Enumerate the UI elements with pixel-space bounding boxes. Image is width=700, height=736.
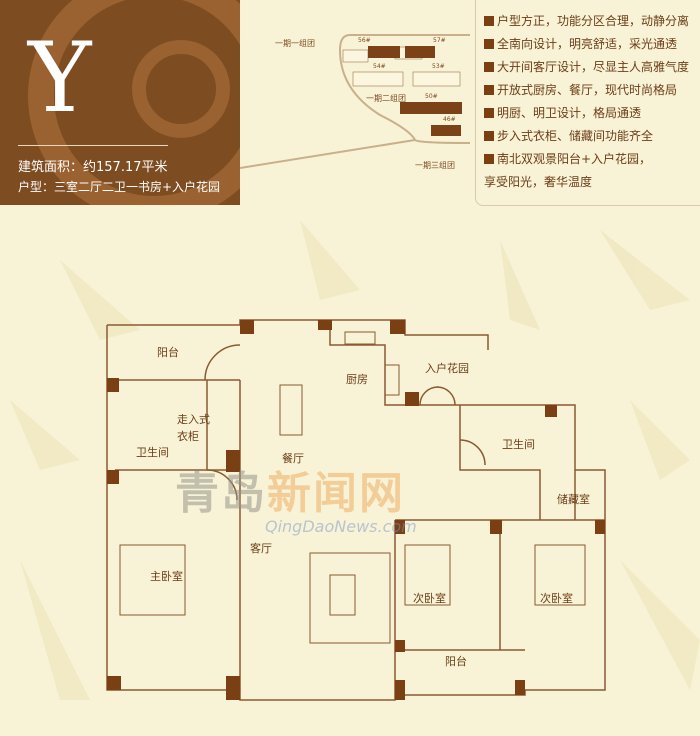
site-map: 一期一组团 一期二组团 一期三组团 56# 57# 54# 53# 50# 46… <box>239 0 471 205</box>
feature-item-continued: 享受阳光，奢华温度 <box>484 175 593 189</box>
divider <box>18 145 168 146</box>
room-label-entry-garden: 入户花园 <box>425 362 469 375</box>
feature-item: 户型方正，功能分区合理，动静分离 <box>484 10 700 33</box>
unit-letter: Y <box>28 22 92 134</box>
room-label-dining: 餐厅 <box>282 452 304 465</box>
room-label-balcony-south: 阳台 <box>445 655 467 668</box>
room-label-storage: 储藏室 <box>557 493 590 506</box>
bed-3 <box>534 544 586 606</box>
sink <box>344 331 376 345</box>
room-label-balcony-north: 阳台 <box>157 346 179 359</box>
dining-table <box>279 384 303 436</box>
master-bed <box>119 544 186 616</box>
bullet-square-icon <box>484 131 494 141</box>
room-label-bath-right: 卫生间 <box>502 438 535 451</box>
bullet-square-icon <box>484 62 494 72</box>
room-label-kitchen: 厨房 <box>346 373 368 386</box>
building-number: 50# <box>425 93 438 100</box>
bullet-square-icon <box>484 108 494 118</box>
building-number: 56# <box>358 37 371 44</box>
feature-item: 南北双观景阳台+入户花园， <box>484 148 700 171</box>
bullet-square-icon <box>484 154 494 164</box>
zone-label: 一期二组团 <box>366 94 406 103</box>
watermark-url: QingDaoNews.com <box>265 517 417 536</box>
bullet-square-icon <box>484 85 494 95</box>
room-label-bedroom-3: 次卧室 <box>540 592 573 605</box>
feature-item: 明厨、明卫设计，格局通透 <box>484 102 700 125</box>
feature-list: 户型方正，功能分区合理，动静分离 全南向设计，明亮舒适，采光通透 大开间客厅设计… <box>475 0 700 206</box>
feature-item: 大开间客厅设计，尽显主人高雅气度 <box>484 56 700 79</box>
layout-label: 户型：三室二厅二卫一书房+入户花园 <box>18 180 221 194</box>
building-number: 54# <box>373 63 386 70</box>
site-map-drawing <box>239 34 471 169</box>
room-label-living: 客厅 <box>250 542 272 555</box>
living-rug <box>309 552 391 644</box>
feature-item: 步入式衣柜、储藏间功能齐全 <box>484 125 700 148</box>
building-number: 46# <box>443 116 456 123</box>
room-label-walkin-closet: 衣柜 <box>177 430 199 443</box>
room-label-bedroom-2: 次卧室 <box>413 592 446 605</box>
zone-label: 一期一组团 <box>275 39 315 48</box>
bed-2 <box>404 544 451 606</box>
bullet-square-icon <box>484 39 494 49</box>
feature-item: 全南向设计，明亮舒适，采光通透 <box>484 33 700 56</box>
coffee-table <box>329 574 356 616</box>
room-label-master-bedroom: 主卧室 <box>150 570 183 583</box>
building-number: 53# <box>432 63 445 70</box>
bullet-square-icon <box>484 16 494 26</box>
feature-item: 开放式厨房、餐厅，现代时尚格局 <box>484 79 700 102</box>
area-label: 建筑面积：约157.17平米 <box>18 160 168 175</box>
room-label-walkin-closet: 走入式 <box>177 413 210 426</box>
room-label-bath-left: 卫生间 <box>136 446 169 459</box>
unit-title-panel: Y 建筑面积：约157.17平米 户型：三室二厅二卫一书房+入户花园 <box>0 0 240 205</box>
zone-label: 一期三组团 <box>415 161 455 170</box>
stove <box>384 364 400 396</box>
watermark: 青岛新闻网 <box>175 468 405 519</box>
building-number: 57# <box>433 37 446 44</box>
